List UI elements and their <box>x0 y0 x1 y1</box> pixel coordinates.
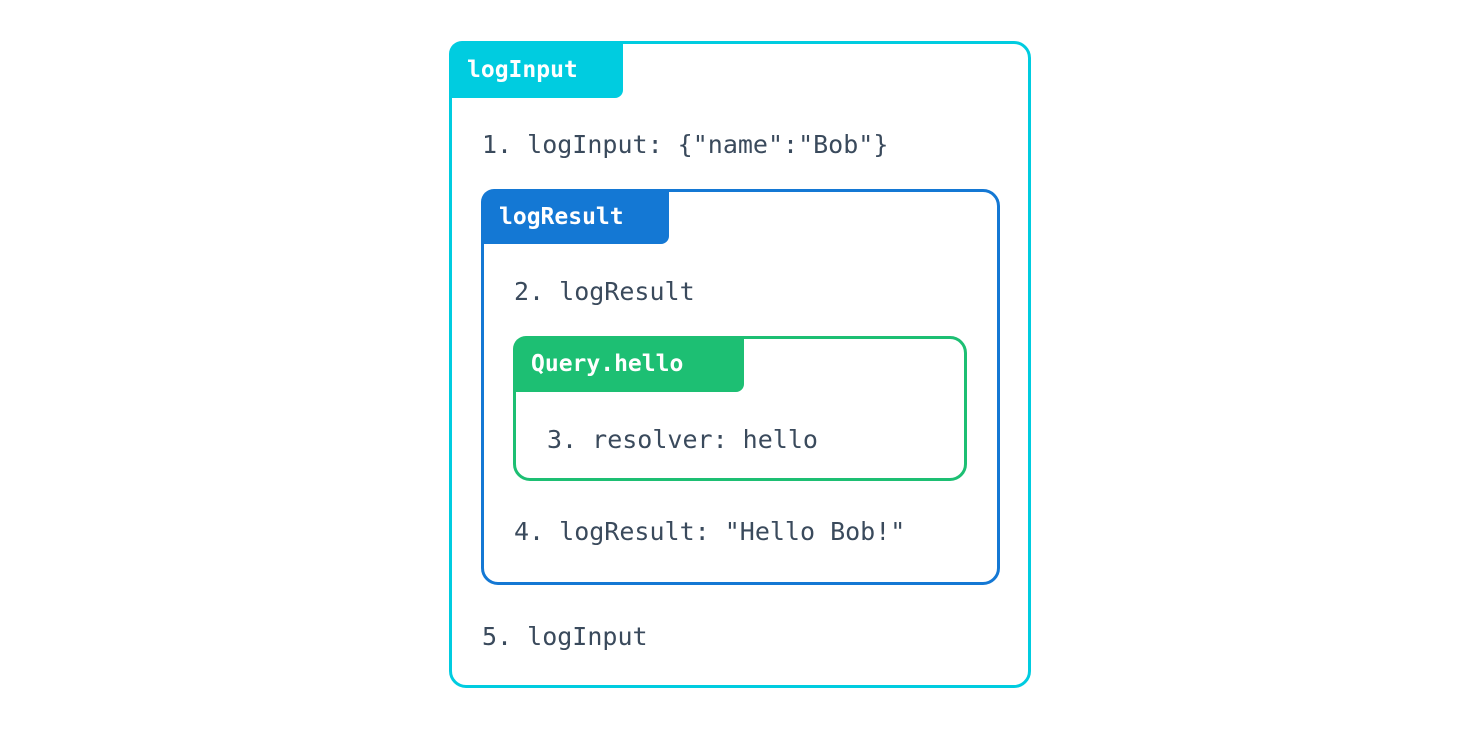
span-box-query-hello: Query.hello 3. resolver: hello <box>513 336 967 481</box>
trace-line-3: 3. resolver: hello <box>547 425 818 454</box>
span-label-text-query-hello: Query.hello <box>531 351 684 377</box>
trace-line-5: 5. logInput <box>482 622 648 651</box>
span-label-tab-logresult: logResult <box>481 189 669 244</box>
trace-line-4: 4. logResult: "Hello Bob!" <box>514 517 906 546</box>
span-label-text-loginput: logInput <box>467 56 578 83</box>
span-label-text-logresult: logResult <box>499 203 624 230</box>
span-box-loginput: logInput 1. logInput: {"name":"Bob"} log… <box>449 41 1031 688</box>
trace-line-2: 2. logResult <box>514 277 695 306</box>
trace-line-1: 1. logInput: {"name":"Bob"} <box>482 130 889 159</box>
span-box-logresult: logResult 2. logResult Query.hello 3. re… <box>481 189 1000 585</box>
span-label-tab-loginput: logInput <box>449 41 623 98</box>
span-label-tab-query-hello: Query.hello <box>513 336 744 392</box>
